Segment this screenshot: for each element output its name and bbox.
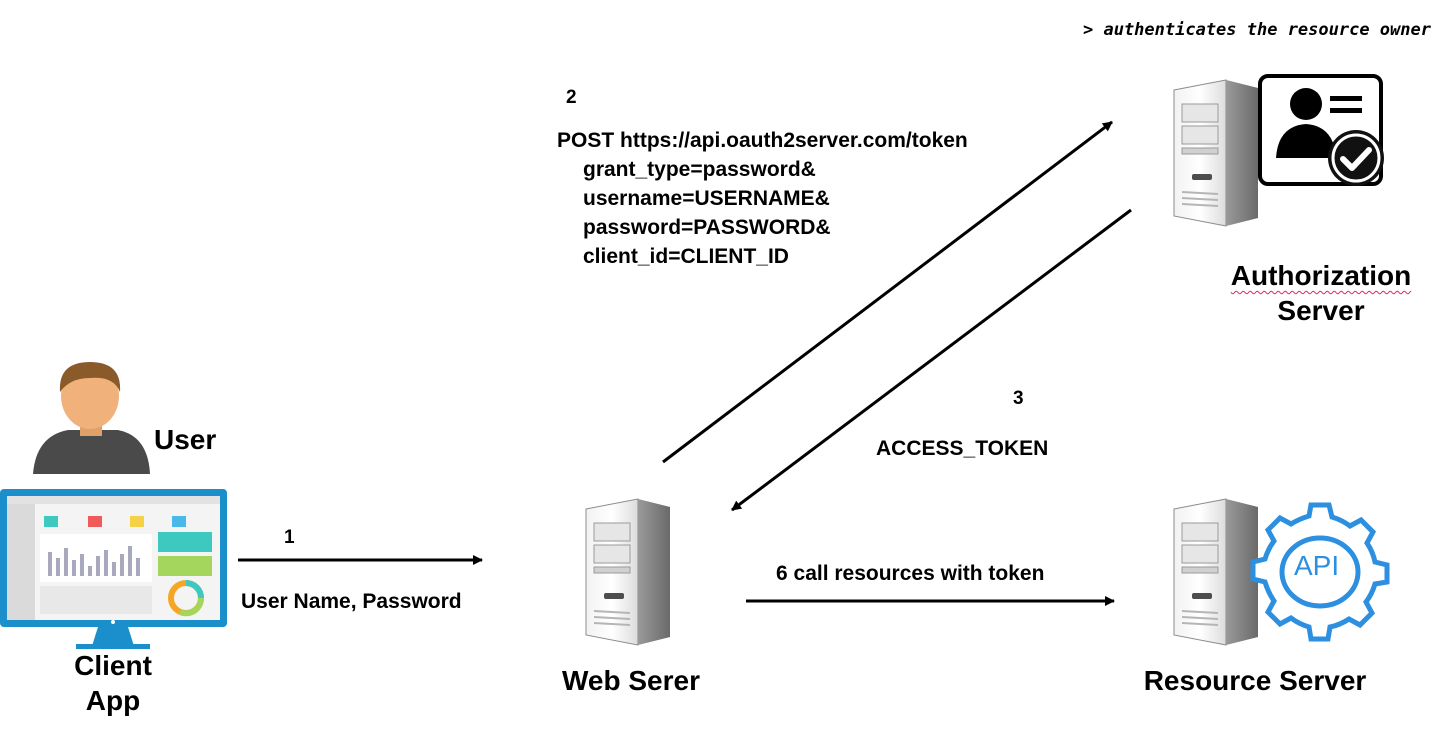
step-1-number: 1	[284, 527, 295, 548]
token-request-param: client_id=CLIENT_ID	[583, 245, 789, 268]
arrow-step-2	[662, 120, 1113, 464]
client-app-label-line-2: App	[85, 685, 141, 716]
token-request-line: POST https://api.oauth2server.com/token	[557, 129, 968, 152]
token-request: POST https://api.oauth2server.com/token …	[557, 126, 968, 271]
api-text-label: API	[1294, 550, 1340, 581]
dashboard-monitor-icon	[0, 489, 227, 649]
authorization-server-label-line-2: Server	[1277, 295, 1365, 326]
step-3-label: ACCESS_TOKEN	[876, 437, 1049, 460]
step-3-number: 3	[1013, 388, 1024, 409]
token-request-param: password=PASSWORD&	[583, 216, 831, 239]
authorization-server-label: Authorization Server	[1210, 258, 1432, 328]
authorization-server-label-line-1: Authorization	[1230, 260, 1412, 291]
resource-server-label: Resource Server	[1143, 665, 1367, 696]
resource-server-icon	[1173, 498, 1259, 646]
arrow-step-3	[731, 208, 1132, 512]
token-request-param: grant_type=password&	[583, 158, 816, 181]
id-card-check-icon	[1258, 74, 1384, 186]
step-1-label: User Name, Password	[241, 590, 462, 613]
client-app-label: Client App	[40, 648, 186, 718]
user-avatar-icon	[33, 362, 150, 474]
step-6-label: 6 call resources with token	[776, 562, 1045, 585]
api-gear-icon	[1250, 502, 1390, 642]
token-request-param: username=USERNAME&	[583, 187, 830, 210]
authentication-note: > authenticates the resource owner	[1083, 20, 1431, 40]
step-2-number: 2	[566, 87, 577, 108]
authorization-server-icon	[1173, 79, 1259, 227]
web-server-label: Web Serer	[562, 665, 700, 696]
client-app-label-line-1: Client	[74, 650, 152, 681]
web-server-icon	[585, 498, 671, 646]
user-label: User	[154, 424, 217, 455]
